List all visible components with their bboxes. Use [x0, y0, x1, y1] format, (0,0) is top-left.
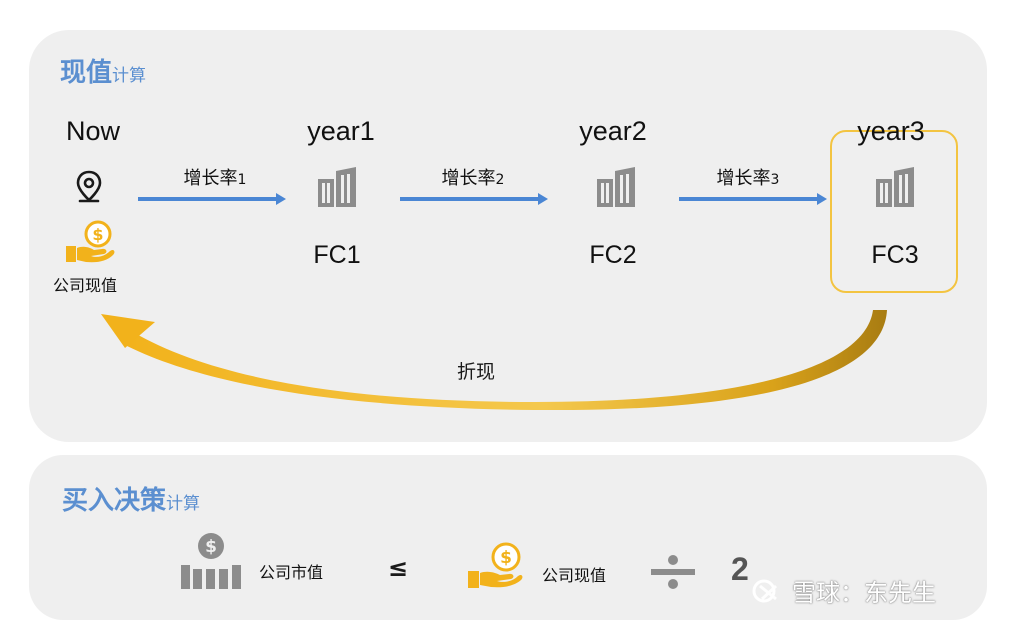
- watermark-logo-icon: [752, 579, 778, 602]
- buy-decision-title-suffix: 计算: [166, 494, 201, 514]
- buy-decision-panel: [29, 455, 987, 620]
- year1-label: year1: [307, 116, 375, 146]
- less-equal-operator: ≤: [388, 554, 409, 582]
- year2-label: year2: [579, 116, 647, 146]
- curved-arrow-icon: [101, 310, 887, 410]
- svg-text:$: $: [92, 225, 103, 244]
- year3-highlight-box: [830, 130, 958, 293]
- company-pv-label-bottom: 公司现值: [542, 566, 607, 585]
- fc2-label: FC2: [589, 241, 637, 269]
- building-icon: [876, 167, 914, 207]
- fc3-label: FC3: [871, 241, 919, 269]
- building-icon: [597, 167, 635, 207]
- watermark-text: 雪球：东先生: [792, 579, 936, 607]
- buy-decision-title: 买入决策计算: [62, 480, 200, 517]
- svg-text:$: $: [205, 537, 217, 557]
- divide-icon: [651, 555, 695, 589]
- svg-text:$: $: [500, 548, 512, 568]
- fc1-label: FC1: [313, 241, 361, 269]
- hand-coin-icon: $: [66, 220, 115, 263]
- arrow-right-icon: [138, 193, 286, 205]
- present-value-title-main: 现值: [60, 58, 113, 88]
- location-pin-icon: [76, 170, 102, 203]
- growth-rate-1-label: 增长率1: [183, 168, 247, 189]
- now-label: Now: [65, 116, 120, 146]
- watermark: 雪球：东先生: [752, 573, 936, 608]
- divisor-value: 2: [731, 551, 749, 587]
- money-bars-icon: $: [181, 533, 241, 589]
- present-value-title: 现值计算: [60, 52, 146, 89]
- growth-rate-3-label: 增长率3: [716, 168, 780, 189]
- discount-label: 折现: [457, 361, 496, 383]
- arrow-right-icon: [400, 193, 548, 205]
- company-pv-label: 公司现值: [53, 276, 118, 295]
- arrow-right-icon: [679, 193, 827, 205]
- market-cap-label: 公司市值: [259, 563, 324, 582]
- growth-rate-2-label: 增长率2: [441, 168, 505, 189]
- buy-decision-title-main: 买入决策: [62, 486, 167, 516]
- building-icon: [318, 167, 356, 207]
- present-value-title-suffix: 计算: [112, 66, 147, 86]
- year3-label: year3: [857, 116, 925, 146]
- hand-coin-icon: $: [468, 542, 523, 588]
